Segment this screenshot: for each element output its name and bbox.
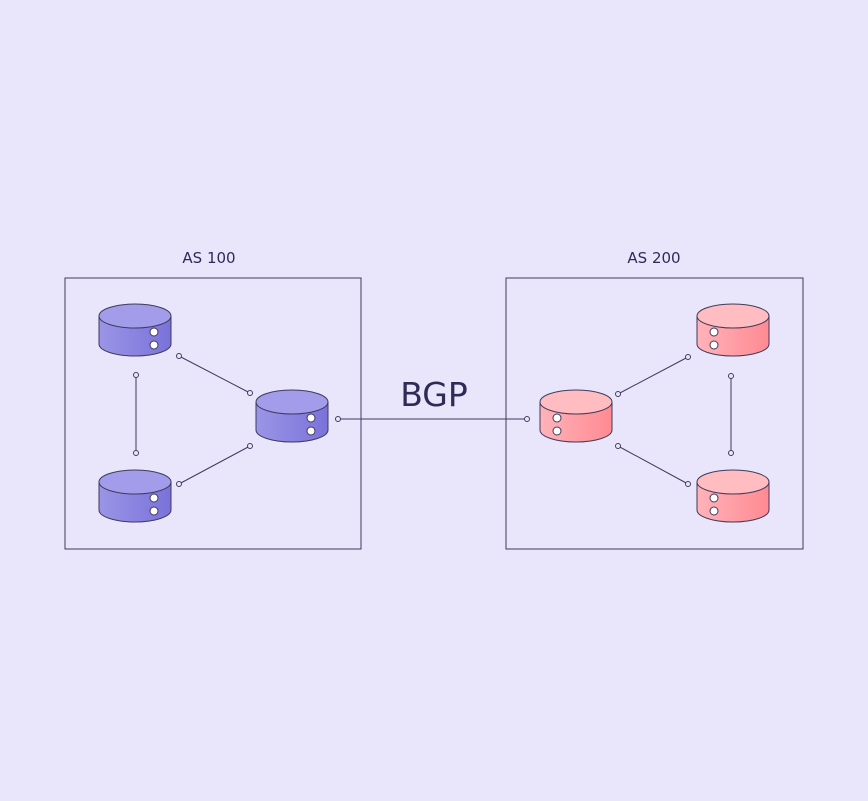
as100-group: AS 100	[64, 249, 362, 550]
bgp-link: BGP	[335, 375, 530, 422]
as100-router-bottom-icon	[98, 469, 172, 523]
bgp-port-as200	[524, 416, 530, 422]
as100-port	[176, 353, 182, 359]
as100-router-top-icon	[98, 303, 172, 357]
as200-link-edge-bottom	[617, 445, 689, 485]
as200-port	[615, 443, 621, 449]
as100-port	[176, 481, 182, 487]
as100-box	[64, 277, 362, 550]
as200-label: AS 200	[627, 249, 680, 267]
as100-port	[133, 372, 139, 378]
as100-link-bottom-edge	[178, 445, 251, 485]
as200-router-top-icon	[696, 303, 770, 357]
as100-port	[247, 443, 253, 449]
bgp-port-as100	[335, 416, 341, 422]
as200-port	[728, 450, 734, 456]
as200-box	[505, 277, 804, 550]
as200-links	[615, 354, 734, 487]
as200-router-edge-icon	[539, 389, 613, 443]
as200-port	[685, 481, 691, 487]
as200-group: AS 200	[505, 249, 804, 550]
bgp-label: BGP	[400, 375, 468, 414]
as200-port	[728, 373, 734, 379]
as100-links	[133, 353, 253, 487]
as200-port	[685, 354, 691, 360]
as100-router-edge-icon	[255, 389, 329, 443]
as200-router-bottom-icon	[696, 469, 770, 523]
as100-label: AS 100	[182, 249, 235, 267]
as100-port	[133, 450, 139, 456]
as200-port	[615, 391, 621, 397]
as100-port	[247, 390, 253, 396]
as200-link-edge-top	[617, 356, 689, 395]
as100-link-top-edge	[178, 355, 251, 394]
